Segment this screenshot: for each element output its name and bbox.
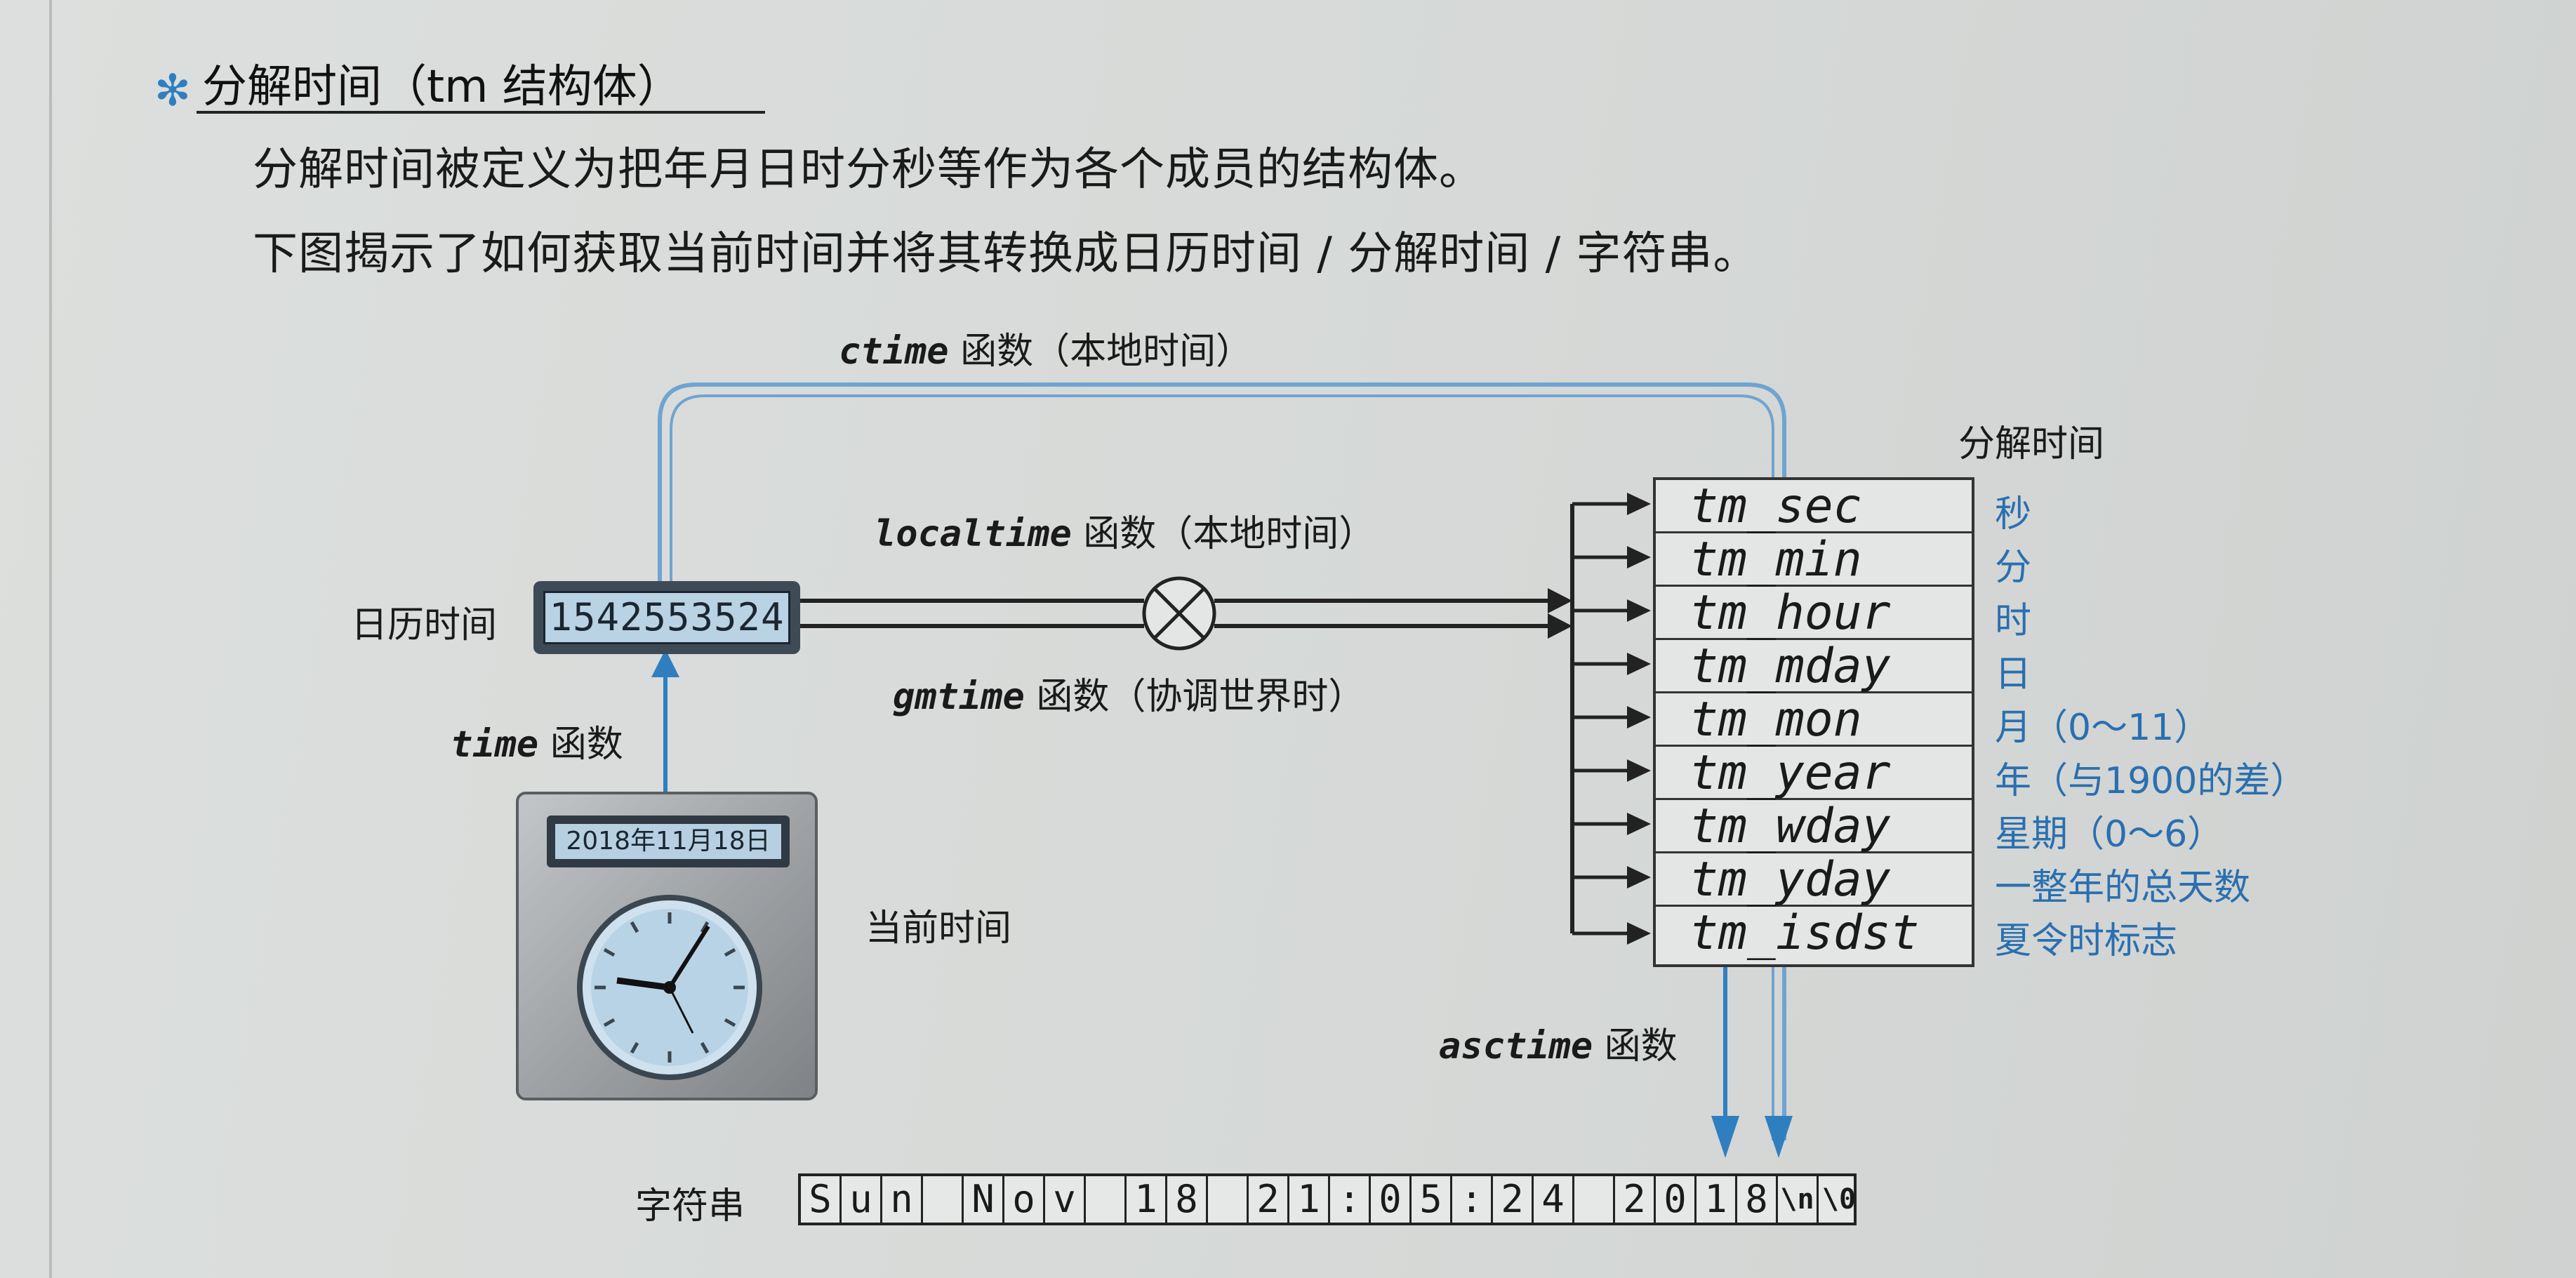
string-char-cell: 8	[1167, 1176, 1208, 1223]
ctime-fn-name: ctime	[839, 331, 949, 373]
calendar-time-label: 日历时间	[351, 604, 498, 646]
paragraph-1: 分解时间被定义为把年月日时分秒等作为各个成员的结构体。	[253, 144, 1485, 196]
string-char-cell: :	[1330, 1176, 1371, 1223]
field-branches	[1572, 493, 1651, 945]
clock-face-icon	[577, 895, 762, 1080]
tm-field-desc: 秒	[1995, 493, 2032, 535]
string-char-cell: 2	[1493, 1176, 1534, 1223]
string-char-cell: 1	[1127, 1176, 1167, 1223]
string-char-cell	[1574, 1176, 1615, 1223]
tm-field: tm_sec	[1656, 480, 1972, 533]
tm-field-desc: 星期（0～6）	[1995, 813, 2224, 856]
tm-field: tm_min	[1656, 533, 1972, 587]
string-char-cell: :	[1452, 1176, 1493, 1223]
paragraph-2: 下图揭示了如何获取当前时间并将其转换成日历时间 / 分解时间 / 字符串。	[253, 228, 1759, 280]
tm-field: tm_yday	[1656, 853, 1972, 907]
asctime-fn-name: asctime	[1439, 1025, 1593, 1067]
tm-field: tm_mon	[1656, 693, 1972, 747]
tm-field-desc: 月（0～11）	[1995, 707, 2211, 749]
tm-struct: tm_sec tm_min tm_hour tm_mday tm_mon tm_…	[1653, 477, 1974, 967]
string-char-cell	[1208, 1176, 1249, 1223]
tm-field-desc: 日	[1995, 653, 2032, 695]
heading-underline	[197, 111, 765, 114]
clock-date-panel: 2018年11月18日	[547, 816, 790, 867]
tm-field: tm_mday	[1656, 640, 1972, 693]
asctime-label: asctime 函数	[1439, 1016, 1678, 1069]
localtime-fn-name: localtime	[874, 513, 1072, 555]
asctime-arrowhead	[1711, 1116, 1739, 1158]
string-char-cell: v	[1045, 1176, 1086, 1223]
broken-down-label: 分解时间	[1958, 423, 2105, 465]
string-char-cell: 4	[1534, 1176, 1574, 1223]
tm-field-desc: 一整年的总天数	[1995, 867, 2251, 909]
ctime-note: 函数（本地时间）	[948, 331, 1253, 373]
asterisk-icon: ✻	[154, 65, 191, 116]
string-char-cell	[1086, 1176, 1127, 1223]
string-char-cell: 0	[1371, 1176, 1412, 1223]
section-heading: 分解时间（tm 结构体）	[202, 61, 682, 113]
clock-date-text: 2018年11月18日	[555, 824, 781, 859]
tm-field-desc: 夏令时标志	[1995, 920, 2178, 962]
tm-field: tm_wday	[1656, 800, 1972, 853]
asctime-note: 函数	[1593, 1025, 1678, 1067]
tm-field-desc: 分	[1995, 547, 2032, 589]
time-note: 函数	[538, 724, 623, 766]
tm-field: tm_year	[1656, 747, 1972, 800]
string-char-cell: n	[882, 1176, 923, 1223]
page-margin-rule	[49, 0, 52, 1278]
time-arrowhead	[651, 649, 679, 677]
tm-field: tm_isdst	[1689, 905, 1920, 961]
calendar-time-display: 1542553524	[533, 581, 800, 654]
string-label: 字符串	[635, 1185, 745, 1227]
string-char-cell: 2	[1615, 1176, 1656, 1223]
string-char-cell: 1	[1697, 1176, 1737, 1223]
string-char-cell: S	[801, 1176, 842, 1223]
tm-field: tm_hour	[1656, 587, 1972, 640]
ctime-path-inner	[670, 394, 1774, 1140]
gmtime-note: 函数（协调世界时）	[1024, 676, 1365, 718]
clock-device: 2018年11月18日	[516, 792, 818, 1100]
string-char-cell: N	[964, 1176, 1004, 1223]
ctime-arrowhead	[1765, 1116, 1793, 1158]
string-char-cell: \0	[1821, 1183, 1857, 1216]
localtime-note: 函数（本地时间）	[1071, 513, 1376, 555]
tm-field-desc: 年（与1900的差）	[1995, 760, 2307, 802]
localtime-label: localtime 函数（本地时间）	[874, 504, 1375, 557]
gmtime-fn-name: gmtime	[893, 676, 1025, 718]
string-char-cell: 2	[1249, 1176, 1289, 1223]
gmtime-label: gmtime 函数（协调世界时）	[893, 667, 1365, 719]
string-char-cell: 5	[1412, 1176, 1452, 1223]
string-char-cell: u	[842, 1176, 882, 1223]
time-label: time 函数	[451, 714, 623, 767]
string-char-cell: o	[1004, 1176, 1045, 1223]
current-time-label: 当前时间	[865, 907, 1012, 950]
string-char-cell: 1	[1289, 1176, 1330, 1223]
tm-field-desc: 时	[1995, 600, 2032, 642]
calendar-time-value: 1542553524	[543, 591, 790, 644]
string-char-cell	[923, 1176, 964, 1223]
string-char-cell: \n	[1778, 1176, 1819, 1223]
ctime-label: ctime 函数（本地时间）	[839, 321, 1252, 374]
ctime-path-outer	[658, 382, 1786, 1140]
string-char-cell: 8	[1737, 1176, 1778, 1223]
string-char-cell: 0	[1656, 1176, 1697, 1223]
time-fn-name: time	[451, 724, 539, 766]
